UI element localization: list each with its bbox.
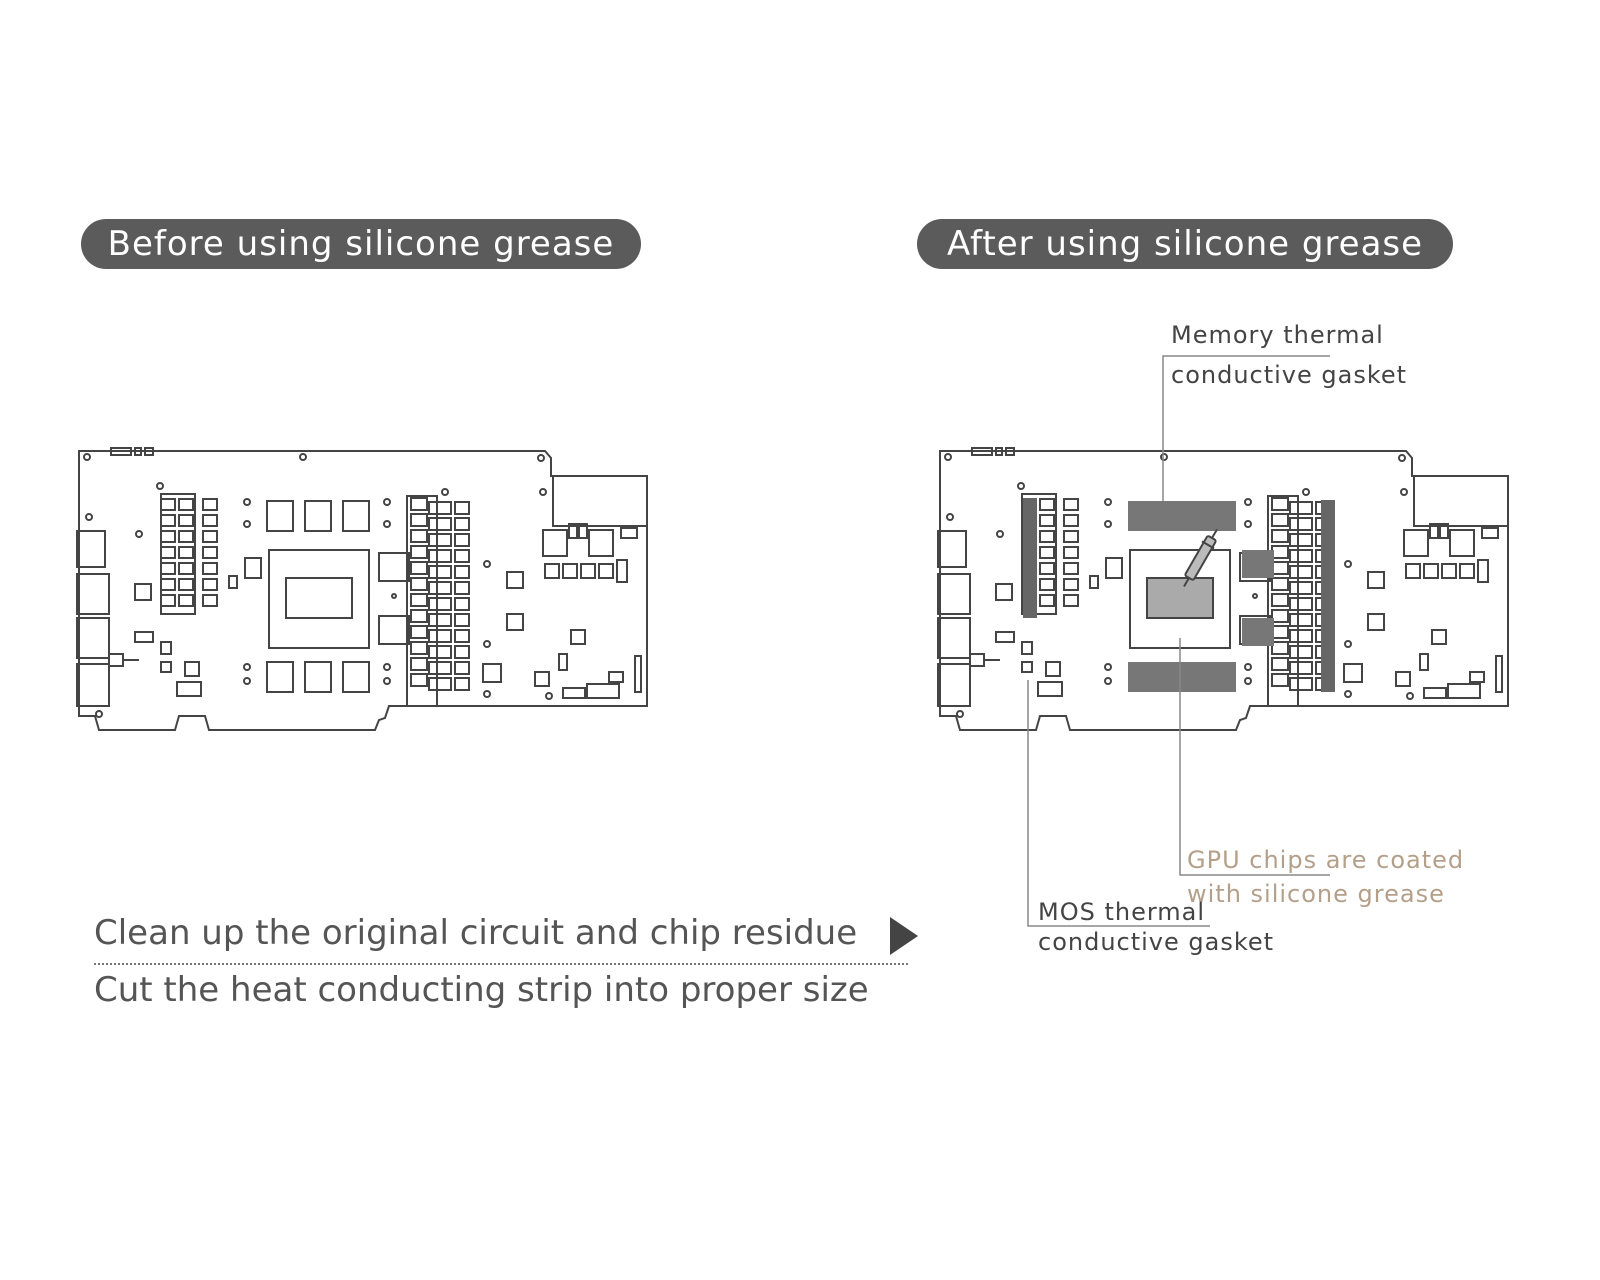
pcb-after [937, 447, 1509, 731]
memory-thermal-pad-right-upper [1242, 550, 1274, 578]
gpu-leader-line [1179, 638, 1330, 876]
play-arrow-icon [890, 917, 918, 955]
step-clean-up: Clean up the original circuit and chip r… [94, 913, 858, 953]
memory-callout-line2: conductive gasket [1171, 361, 1408, 389]
before-heading-pill: Before using silicone grease [81, 219, 641, 269]
step-cut-strip: Cut the heat conducting strip into prope… [94, 970, 869, 1010]
memory-thermal-pad-bottom [1128, 662, 1236, 692]
memory-thermal-pad-top [1128, 501, 1236, 531]
mos-callout: MOS thermal conductive gasket [1038, 897, 1274, 957]
gpu-callout-line1: GPU chips are coated [1187, 846, 1465, 874]
grease-syringe-icon [1183, 528, 1218, 587]
memory-leader-line [1162, 355, 1330, 501]
mos-callout-line2: conductive gasket [1038, 928, 1275, 956]
memory-callout-line1: Memory thermal [1171, 321, 1384, 349]
step-divider [94, 963, 908, 965]
mos-thermal-pad-left [1023, 498, 1037, 618]
callout-leader-lines [1027, 355, 1330, 927]
memory-callout: Memory thermal conductive gasket [1171, 315, 1407, 395]
memory-thermal-pad-right-lower [1242, 618, 1274, 646]
gpu-callout-line2: with silicone grease [1187, 880, 1445, 908]
gpu-callout: GPU chips are coated with silicone greas… [1187, 843, 1464, 911]
mos-callout-line1: MOS thermal [1038, 898, 1206, 926]
pcb-before [76, 447, 648, 731]
mos-leader-line [1027, 680, 1210, 927]
gpu-die-silicone-grease [1146, 577, 1214, 619]
after-heading-pill: After using silicone grease [917, 219, 1453, 269]
mos-thermal-pad-right [1321, 500, 1335, 692]
